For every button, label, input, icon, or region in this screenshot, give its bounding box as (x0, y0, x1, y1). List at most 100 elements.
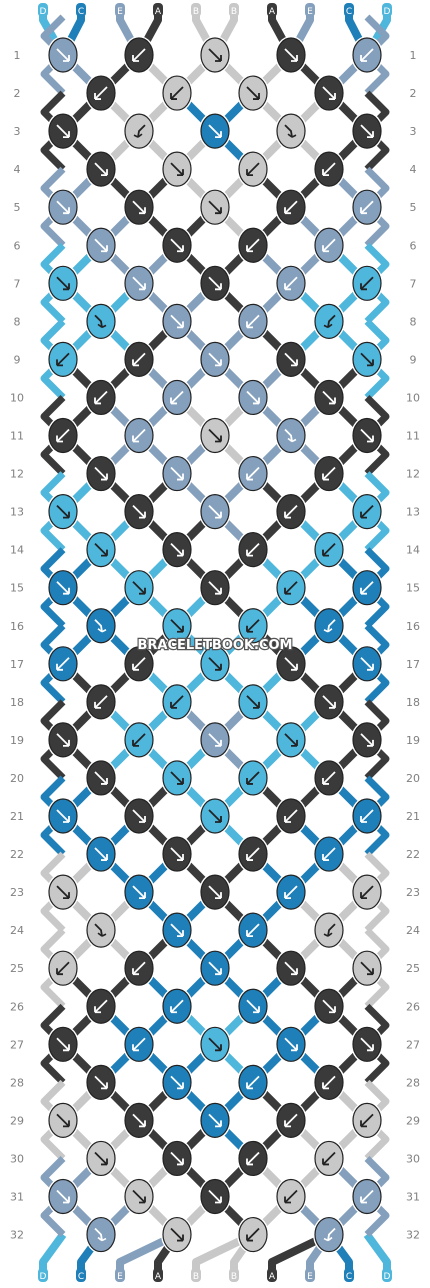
knot-arrow-icon (56, 352, 70, 367)
knot (123, 568, 155, 607)
knot (237, 226, 269, 265)
knot (161, 835, 193, 874)
knot-arrow-icon (360, 352, 374, 367)
strand-label-top: A (155, 7, 162, 17)
knot-arrow-icon (170, 847, 184, 861)
knot (85, 1215, 117, 1254)
knot (161, 758, 193, 797)
knot-arrow-icon (208, 1113, 222, 1128)
knot-arrow-icon (170, 86, 184, 100)
knot (275, 797, 307, 835)
knot-arrow-icon (246, 923, 260, 938)
row-number-left: 20 (10, 772, 24, 785)
knot (351, 720, 383, 759)
knot (123, 1025, 155, 1064)
knot-arrow-icon (208, 48, 222, 62)
knot-arrow-icon (208, 276, 222, 291)
knot (123, 720, 155, 759)
knot-arrow-icon (322, 999, 336, 1014)
knot-arrow-icon (360, 48, 374, 62)
row-number-right: 12 (406, 468, 420, 481)
knot-arrow-icon (360, 1189, 374, 1204)
knot-arrow-icon (246, 466, 260, 481)
row-number-left: 10 (10, 391, 24, 404)
knot (313, 454, 345, 493)
strand-label-bottom: B (231, 1272, 237, 1282)
knot (351, 568, 383, 607)
row-number-left: 32 (10, 1229, 24, 1242)
knot (237, 1215, 269, 1254)
knot-arrow-icon (208, 809, 222, 823)
knot-arrow-icon (284, 48, 298, 62)
knot-arrow-icon (246, 314, 260, 329)
row-number-right: 32 (406, 1229, 420, 1242)
knot (47, 112, 79, 151)
knot (199, 1101, 231, 1140)
knot-arrow-icon (94, 314, 107, 329)
knot (47, 873, 79, 912)
knot-arrow-icon (246, 1227, 260, 1242)
strand-label-top: C (346, 7, 352, 17)
knot-arrow-icon (94, 1151, 108, 1166)
knot-arrow-icon (208, 581, 222, 595)
knot (161, 606, 193, 645)
knot (47, 492, 79, 531)
knot-arrow-icon (246, 695, 260, 709)
row-number-right: 20 (406, 772, 420, 785)
knot-arrow-icon (322, 162, 336, 177)
knot-arrow-icon (132, 657, 146, 671)
row-number-left: 25 (10, 962, 24, 975)
strand-label-swatch (38, 1268, 48, 1282)
row-number-right: 2 (410, 87, 417, 100)
row-number-right: 8 (410, 315, 417, 328)
knot-arrow-icon (360, 124, 374, 138)
knot (199, 949, 231, 988)
knot-arrow-icon (132, 885, 146, 899)
knot (85, 1139, 117, 1178)
row-number-left: 30 (10, 1152, 24, 1165)
row-number-right: 1 (410, 49, 417, 62)
knot-arrow-icon (170, 1151, 184, 1166)
knot-arrow-icon (132, 200, 146, 215)
knot-arrow-icon (322, 86, 336, 100)
knot (237, 302, 269, 341)
knot (275, 188, 307, 227)
knot-arrow-icon (322, 771, 336, 785)
strand-label-swatch (267, 1268, 277, 1282)
knot-arrow-icon (132, 581, 146, 595)
knot (199, 188, 231, 227)
knot (85, 911, 117, 950)
strand-label-top: D (384, 7, 391, 17)
knot-arrow-icon (170, 619, 184, 633)
row-number-left: 17 (10, 658, 24, 671)
strand-label-swatch (382, 1268, 392, 1282)
knot-arrow-icon (284, 961, 298, 976)
watermark-text: BRACELETBOOK.COM (138, 638, 293, 653)
knot-arrow-icon (94, 695, 108, 709)
row-number-left: 12 (10, 468, 24, 481)
knot (275, 720, 307, 759)
knot-arrow-icon (360, 1037, 374, 1052)
knot (199, 720, 231, 759)
row-number-left: 9 (14, 353, 21, 366)
knot-arrow-icon (246, 86, 260, 100)
knot-arrow-icon (208, 504, 222, 519)
knot-arrow-icon (322, 1075, 336, 1090)
knot-arrow-icon (94, 1075, 108, 1090)
knot-arrow-icon (284, 657, 298, 671)
knot (351, 264, 383, 303)
knot-arrow-icon (322, 543, 336, 557)
row-number-left: 2 (14, 87, 21, 100)
knot-arrow-icon (246, 390, 260, 405)
knots-layer (47, 36, 383, 1254)
row-number-left: 15 (10, 582, 24, 595)
knot-arrow-icon (323, 923, 336, 937)
row-number-right: 22 (406, 848, 420, 861)
strand-label-swatch (305, 3, 315, 17)
row-number-left: 19 (10, 734, 24, 747)
knot-arrow-icon (132, 1037, 146, 1052)
knot (237, 606, 269, 645)
knot-arrow-icon (132, 504, 146, 519)
knot-arrow-icon (132, 1113, 146, 1128)
